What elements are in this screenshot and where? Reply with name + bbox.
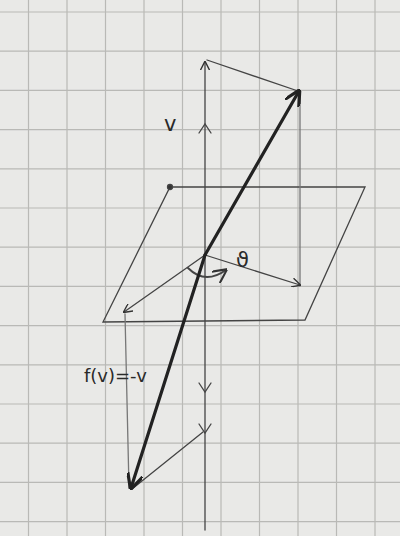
grid-line [0, 286, 400, 287]
grid-line [0, 90, 400, 91]
projection-line [132, 432, 203, 489]
grid-line [259, 0, 260, 536]
grid-line [0, 364, 400, 365]
vector-v [205, 91, 299, 255]
grid-line [0, 247, 400, 248]
projection-line [125, 314, 129, 488]
grid-line [0, 403, 400, 404]
grid-line [0, 168, 400, 169]
projection-line [299, 92, 300, 286]
grid-line [66, 0, 67, 536]
grid-line [105, 0, 106, 536]
grid-line [143, 0, 144, 536]
grid-line [0, 521, 400, 522]
vector-label: v [164, 114, 176, 135]
grid-line [0, 129, 400, 130]
grid-line [0, 51, 400, 52]
angle-label: ϑ [236, 250, 249, 271]
plane-component [205, 255, 300, 285]
grid-line [220, 0, 221, 536]
axis-arrow [199, 424, 211, 433]
angle-arc [188, 268, 226, 277]
axis-arrow [199, 383, 211, 392]
axis-arrow [199, 124, 211, 133]
grid-line [336, 0, 337, 536]
plane-component [124, 255, 205, 312]
axis [204, 62, 205, 530]
grid-line [28, 0, 29, 536]
grid-line [182, 0, 183, 536]
projection-line [207, 60, 298, 91]
grid-line [374, 0, 375, 536]
grid-line [0, 207, 400, 208]
function-label: f(v)=-v [84, 367, 147, 385]
corner-dot [168, 185, 173, 190]
grid-line [0, 482, 400, 483]
grid-line [297, 0, 298, 536]
grid-line [0, 325, 400, 326]
grid-line [0, 11, 400, 12]
grid-line [0, 443, 400, 444]
